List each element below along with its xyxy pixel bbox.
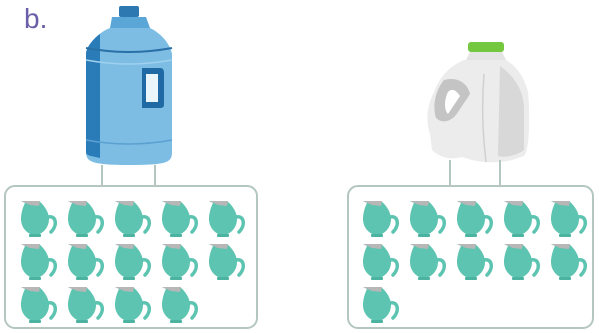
- water-jug-icon: [86, 6, 172, 165]
- milk-jug-icon: [427, 42, 529, 162]
